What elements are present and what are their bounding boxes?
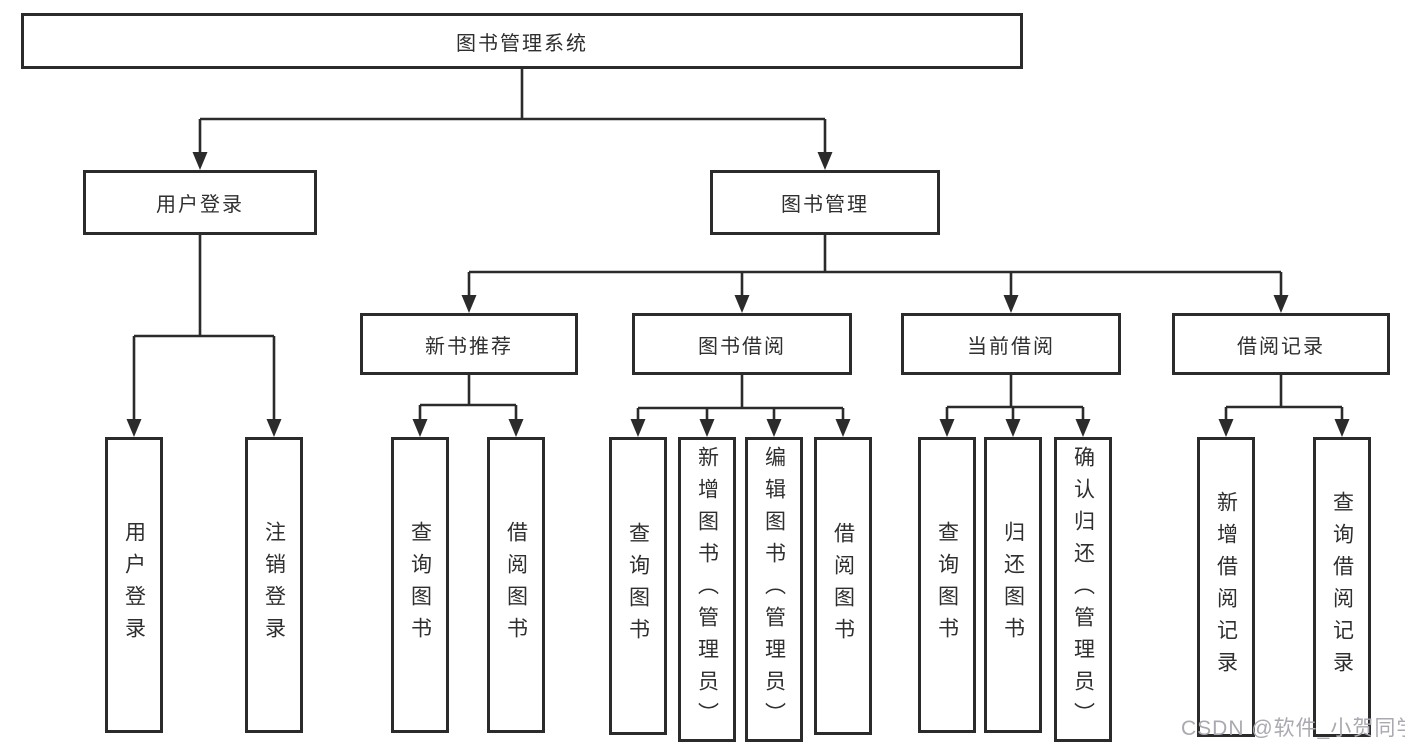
- node-label: 借阅图书: [504, 521, 528, 649]
- leaf-query-books-current: 查询图书: [918, 437, 976, 733]
- leaf-logout: 注销登录: [245, 437, 303, 733]
- node-label: 确认归还（管理员）: [1071, 445, 1095, 734]
- node-label: 新增借阅记录: [1214, 491, 1238, 683]
- node-borrowing-records: 借阅记录: [1172, 313, 1390, 375]
- node-label: 编辑图书（管理员）: [762, 445, 786, 734]
- node-label: 查询图书: [626, 522, 650, 650]
- node-label: 图书借阅: [698, 335, 786, 358]
- leaf-query-borrow-record: 查询借阅记录: [1313, 437, 1371, 737]
- node-root-library-system: 图书管理系统: [21, 13, 1023, 69]
- leaf-return-book: 归还图书: [984, 437, 1042, 733]
- node-book-management: 图书管理: [710, 170, 940, 235]
- leaf-confirm-return-admin: 确认归还（管理员）: [1054, 437, 1112, 742]
- leaf-borrow-book-recommend: 借阅图书: [487, 437, 545, 733]
- leaf-add-book-admin: 新增图书（管理员）: [678, 437, 736, 742]
- node-label: 图书管理系统: [456, 32, 588, 55]
- node-label: 查询图书: [408, 521, 432, 649]
- node-new-book-recommend: 新书推荐: [360, 313, 578, 375]
- node-label: 借阅图书: [831, 522, 855, 650]
- node-user-login: 用户登录: [83, 170, 317, 235]
- leaf-user-login: 用户登录: [105, 437, 163, 733]
- node-label: 借阅记录: [1237, 335, 1325, 358]
- node-label: 新增图书（管理员）: [695, 445, 719, 734]
- node-label: 归还图书: [1001, 521, 1025, 649]
- leaf-query-books-recommend: 查询图书: [391, 437, 449, 733]
- node-label: 注销登录: [262, 521, 286, 649]
- leaf-borrow-book: 借阅图书: [814, 437, 872, 735]
- node-label: 图书管理: [781, 194, 869, 216]
- leaf-query-books-borrowing: 查询图书: [609, 437, 667, 735]
- node-label: 新书推荐: [425, 335, 513, 358]
- node-label: 查询借阅记录: [1330, 491, 1354, 683]
- node-book-borrowing: 图书借阅: [632, 313, 852, 375]
- node-label: 用户登录: [156, 194, 244, 216]
- node-label: 查询图书: [935, 521, 959, 649]
- node-current-borrowing: 当前借阅: [901, 313, 1121, 375]
- csdn-watermark: CSDN @软件_小贺同学: [1181, 717, 1405, 740]
- node-label: 用户登录: [122, 521, 146, 649]
- leaf-add-borrow-record: 新增借阅记录: [1197, 437, 1255, 737]
- node-label: 当前借阅: [967, 335, 1055, 358]
- leaf-edit-book-admin: 编辑图书（管理员）: [745, 437, 803, 742]
